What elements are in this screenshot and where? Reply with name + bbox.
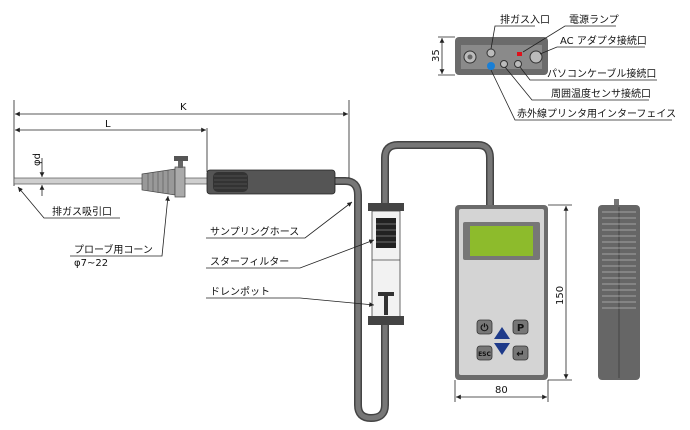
probe-labels: 排ガス吸引口 プローブ用コーン φ7~22 xyxy=(17,186,170,269)
esc-button xyxy=(476,345,493,361)
sampling-hose-label: サンプリングホース xyxy=(210,225,299,238)
lcd-screen xyxy=(470,226,533,256)
probe-cone-size: φ7~22 xyxy=(74,258,108,269)
down-arrow-key xyxy=(494,343,510,355)
dim-l-label: L xyxy=(105,119,111,130)
svg-text:⏻: ⏻ xyxy=(481,322,489,334)
power-button xyxy=(476,319,493,335)
svg-text:ESC: ESC xyxy=(478,351,491,358)
top-height-dim: 35 xyxy=(431,49,442,62)
meter-height-dim: 150 xyxy=(555,286,566,305)
probe-cone-label: プローブ用コーン xyxy=(74,243,153,256)
ir-printer-label: 赤外線プリンタ用インターフェイス xyxy=(517,107,676,120)
star-filter-label: スターフィルター xyxy=(210,256,289,268)
gas-inlet-port xyxy=(486,48,496,58)
meter-width-dim: 80 xyxy=(495,385,508,396)
ir-printer-port xyxy=(487,62,495,70)
meter-side xyxy=(598,199,640,380)
gas-inlet-label: 排ガス入口 xyxy=(500,13,550,26)
hose-labels: サンプリングホース スターフィルター ドレンポット xyxy=(206,201,375,307)
power-lamp xyxy=(517,52,522,56)
ambient-sensor-label: 周囲温度センサ接続口 xyxy=(551,87,651,100)
pc-cable-label: パソコンケーブル接続口 xyxy=(547,67,656,80)
ambient-sensor-port xyxy=(514,60,522,68)
ac-adapter-port xyxy=(529,50,543,64)
meter-front: ⏻ P ESC ↵ 150 80 xyxy=(454,204,572,402)
meter-top-view: 35 排ガス入口 電源ランプ AC アダプタ接続口 パソコンケーブル接続口 周囲… xyxy=(431,13,676,121)
svg-text:↵: ↵ xyxy=(516,349,524,360)
dim-d-label: φd xyxy=(32,153,43,166)
exhaust-inlet-label: 排ガス吸引口 xyxy=(52,205,112,218)
drain-pot-label: ドレンポット xyxy=(210,286,270,298)
up-arrow-key xyxy=(494,327,510,339)
svg-text:P: P xyxy=(517,323,524,334)
star-filter-assembly xyxy=(368,203,404,325)
p-button xyxy=(512,319,529,335)
enter-button xyxy=(512,345,529,361)
pc-cable-port xyxy=(500,60,508,68)
dim-k-label: K xyxy=(180,102,187,113)
power-lamp-label: 電源ランプ xyxy=(569,13,619,26)
probe-cone xyxy=(141,168,176,196)
ac-adapter-label: AC アダプタ接続口 xyxy=(560,34,647,47)
probe-dimensions: K L φd xyxy=(13,100,350,196)
probe xyxy=(13,156,336,198)
